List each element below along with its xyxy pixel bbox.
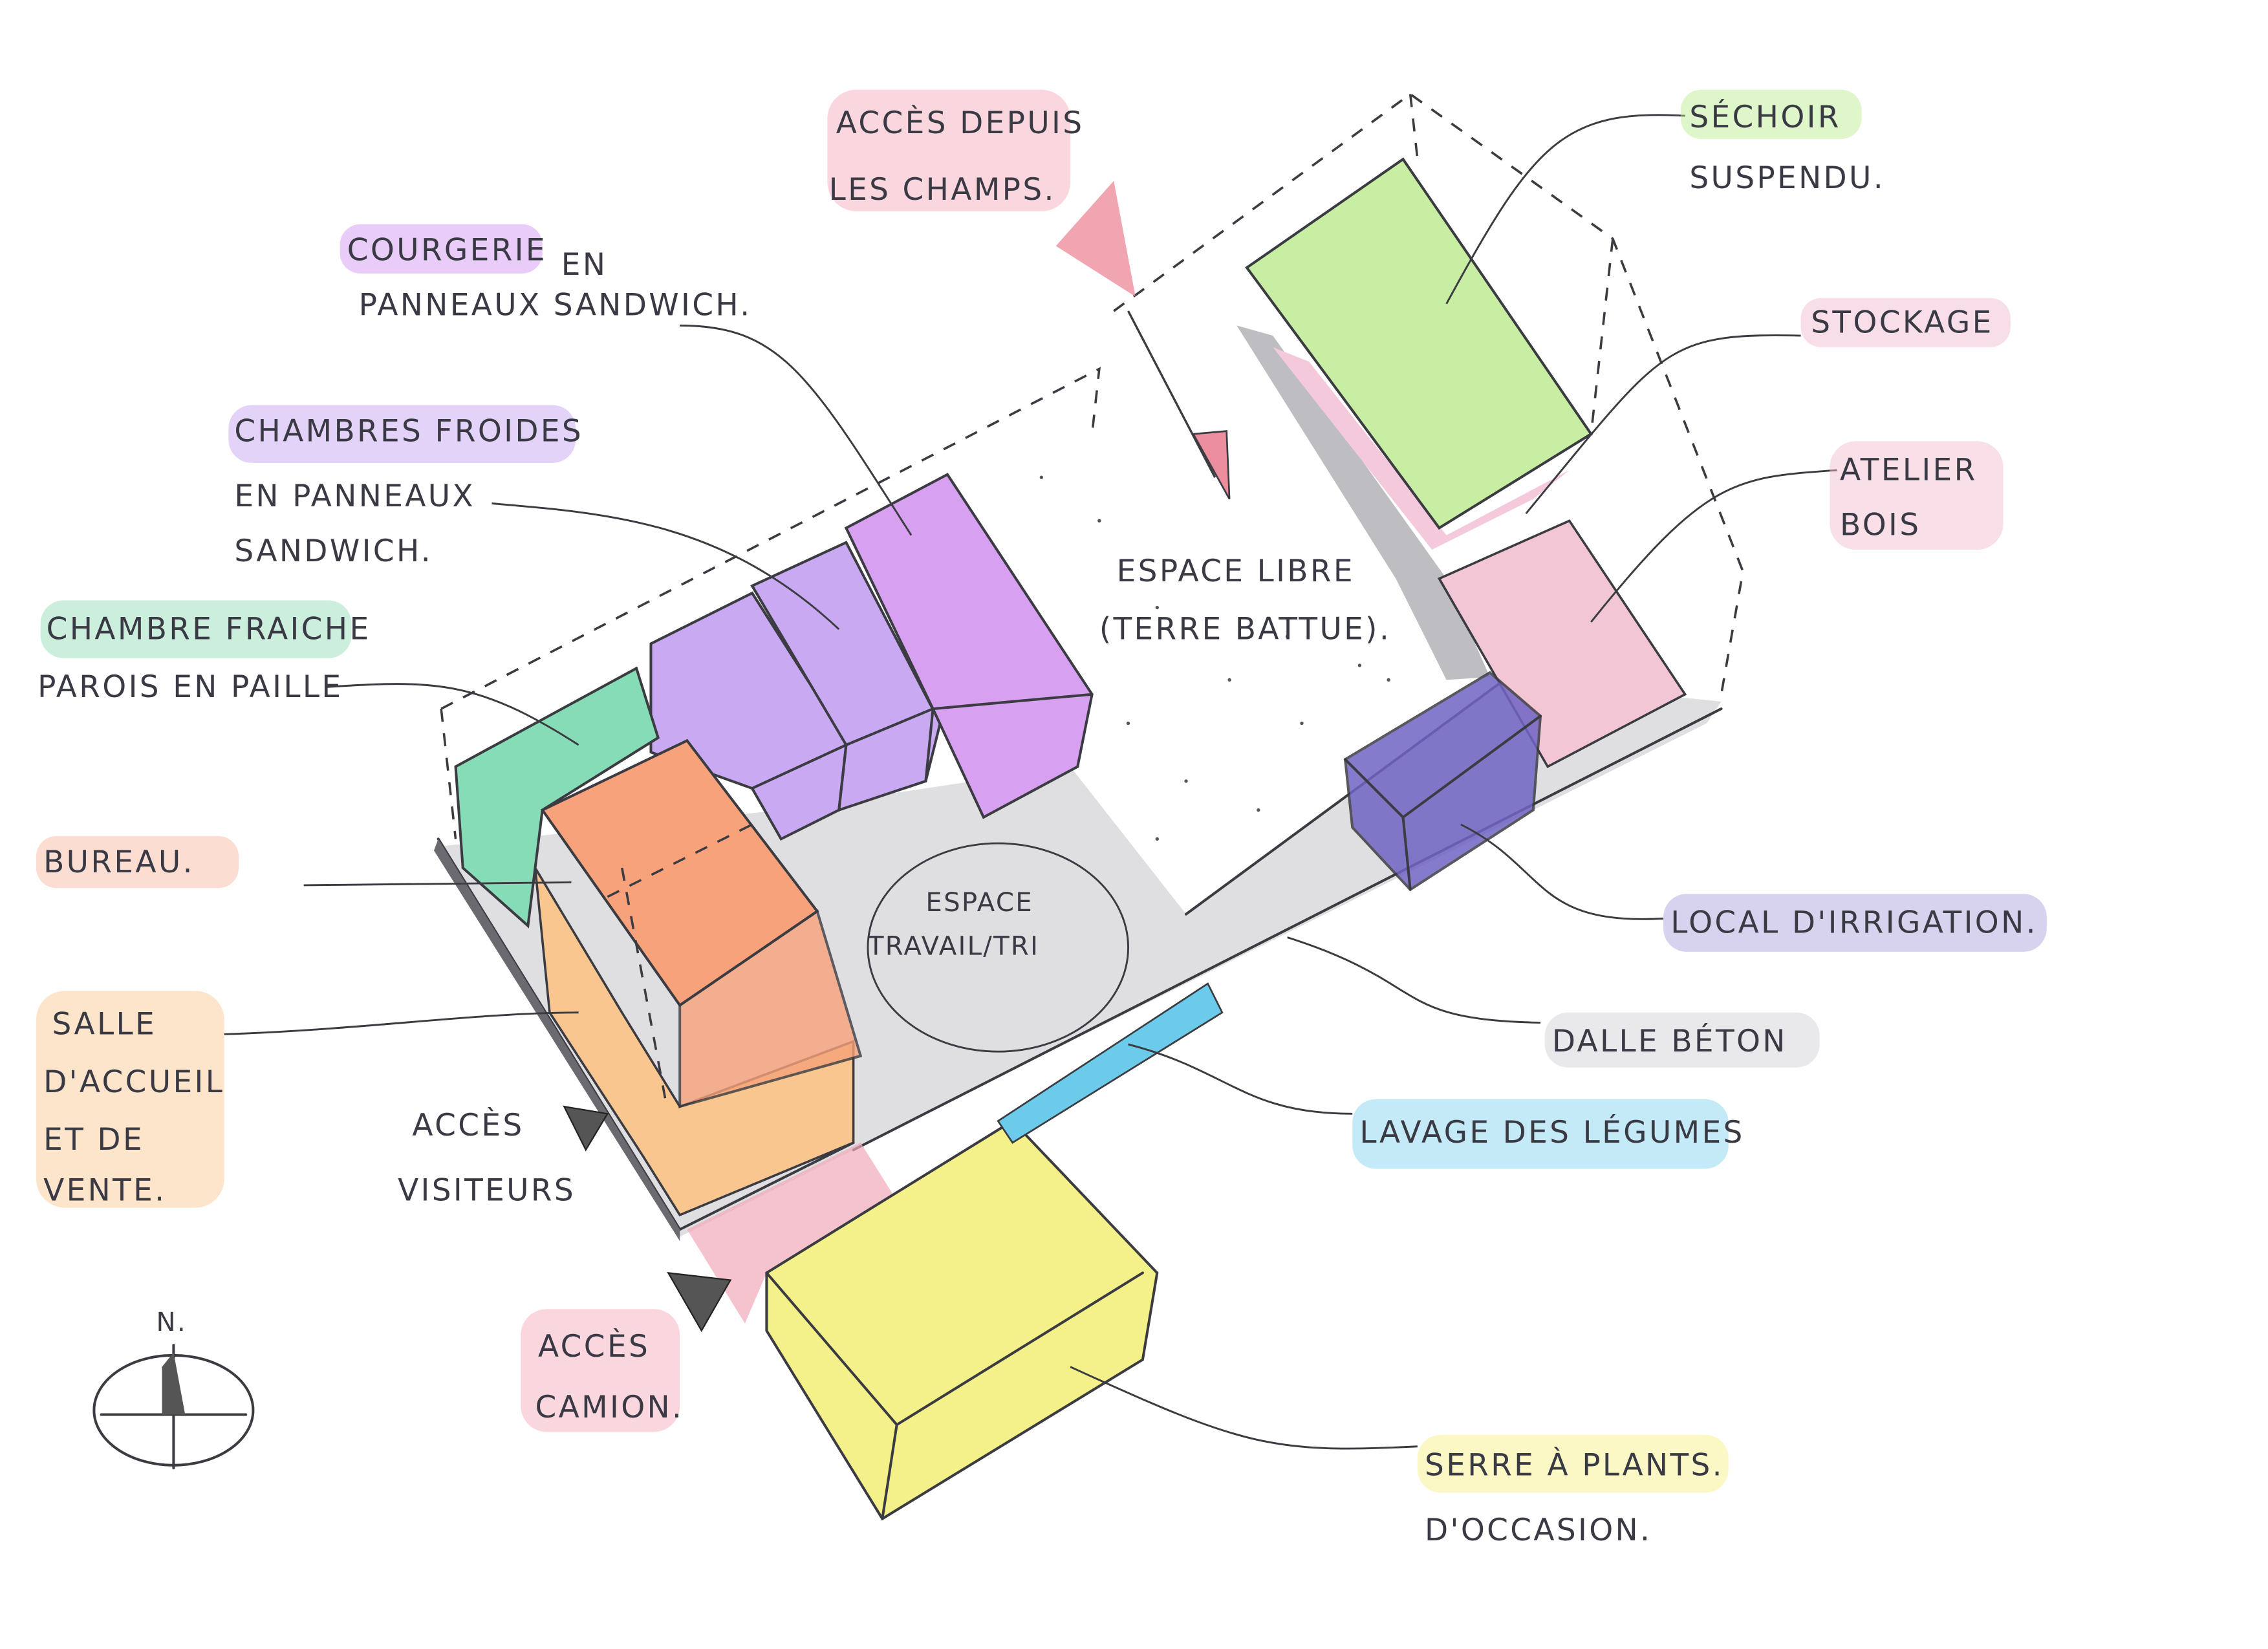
bureau-hidden-edges [607, 823, 753, 1100]
salle-accueil-block [534, 867, 855, 1217]
label-line: ATELIER [1840, 453, 1978, 488]
north-compass-icon: N. [92, 1308, 255, 1470]
label-line: SERRE À PLANTS. [1425, 1447, 1724, 1483]
acces-camion-zone [687, 1143, 897, 1324]
label-line: PAROIS EN PAILLE [38, 669, 343, 705]
label-line: (TERRE BATTUE). [1099, 612, 1391, 647]
label-courgerie: COURGERIE EN PANNEAUX SANDWICH. [340, 224, 752, 323]
sechoir-block [1245, 157, 1593, 530]
acces-visiteurs-marker-icon [563, 1105, 609, 1152]
label-line: D'OCCASION. [1425, 1513, 1652, 1548]
label-line: TRAVAIL/TRI [867, 931, 1039, 961]
label-line: SUSPENDU. [1689, 160, 1885, 196]
label-acces-camion: ACCÈS CAMION. [521, 1309, 684, 1432]
label-espace-libre: ESPACE LIBRE (TERRE BATTUE). [1099, 554, 1391, 647]
svg-text:LAVAGE DES LÉGUMES: LAVAGE DES LÉGUMES [1359, 1115, 1744, 1150]
label-line: SALLE [52, 1006, 157, 1042]
label-dalle-beton: DALLE BÉTON [1544, 1012, 1820, 1068]
label-line: ESPACE [925, 888, 1033, 918]
label-line: ET DE [43, 1122, 144, 1158]
label-espace-travail: ESPACE TRAVAIL/TRI [867, 842, 1130, 1053]
right-wing-wall [1237, 325, 1490, 680]
cold-room-edges [751, 693, 1094, 812]
label-line: EN PANNEAUX [234, 479, 475, 514]
label-bureau: BUREAU. [36, 835, 239, 889]
label-acces-visiteurs: ACCÈS VISITEURS [398, 1108, 576, 1209]
label-line: ACCÈS [538, 1329, 650, 1364]
label-chambres-froides: CHAMBRES FROIDES EN PANNEAUX SANDWICH. [228, 405, 583, 569]
label-line: VISITEURS [398, 1173, 576, 1209]
label-atelier: ATELIER BOIS [1830, 441, 2003, 550]
espace-libre-dots [1039, 475, 1390, 841]
label-line: CAMION. [535, 1390, 684, 1425]
label-line: VENTE. [43, 1173, 166, 1209]
acces-champs-arrow [1055, 180, 1231, 500]
stockage-block [1273, 347, 1570, 550]
label-line: LES CHAMPS. [829, 172, 1056, 208]
label-line: BOIS [1840, 508, 1921, 543]
lavage-strip [997, 982, 1224, 1144]
label-line: SANDWICH. [234, 534, 433, 569]
svg-text:STOCKAGE: STOCKAGE [1811, 305, 1993, 341]
slab-thickness [433, 839, 680, 1242]
label-line: ESPACE LIBRE [1117, 554, 1355, 589]
bureau-front [678, 909, 863, 1108]
svg-text:BUREAU.: BUREAU. [43, 845, 195, 880]
north-label: N. [157, 1308, 187, 1337]
svg-text:DALLE BÉTON: DALLE BÉTON [1552, 1024, 1787, 1059]
label-line: ACCÈS DEPUIS [836, 105, 1085, 141]
local-irrigation-edges [1344, 715, 1542, 891]
local-irrigation-block [1343, 671, 1542, 892]
label-line: CHAMBRES FROIDES [234, 413, 583, 449]
label-line: CHAMBRE FRAICHE [47, 612, 371, 647]
label-line: COURGERIE [347, 233, 547, 268]
svg-text:LOCAL D'IRRIGATION.: LOCAL D'IRRIGATION. [1670, 905, 2038, 941]
acces-camion-marker-icon [667, 1271, 732, 1333]
label-chambre-fraiche: CHAMBRE FRAICHE PAROIS EN PAILLE [38, 600, 371, 705]
label-salle-accueil: SALLE D'ACCUEIL ET DE VENTE. [36, 991, 224, 1209]
label-line: EN [561, 247, 608, 283]
leader-lines [224, 114, 1837, 1450]
label-line: PANNEAUX SANDWICH. [359, 288, 752, 323]
label-lavage: LAVAGE DES LÉGUMES [1352, 1099, 1744, 1169]
label-serre: SERRE À PLANTS. D'OCCASION. [1417, 1434, 1729, 1548]
label-local-irrigation: LOCAL D'IRRIGATION. [1663, 894, 2047, 952]
label-line: D'ACCUEIL [43, 1064, 224, 1100]
label-sechoir: SÉCHOIR SUSPENDU. [1680, 89, 1885, 196]
label-stockage: STOCKAGE [1800, 297, 2011, 347]
label-acces-champs: ACCÈS DEPUIS LES CHAMPS. [827, 89, 1085, 211]
serre-edges [765, 1271, 1144, 1520]
label-line: ACCÈS [412, 1108, 524, 1143]
label-line: SÉCHOIR [1689, 100, 1841, 135]
